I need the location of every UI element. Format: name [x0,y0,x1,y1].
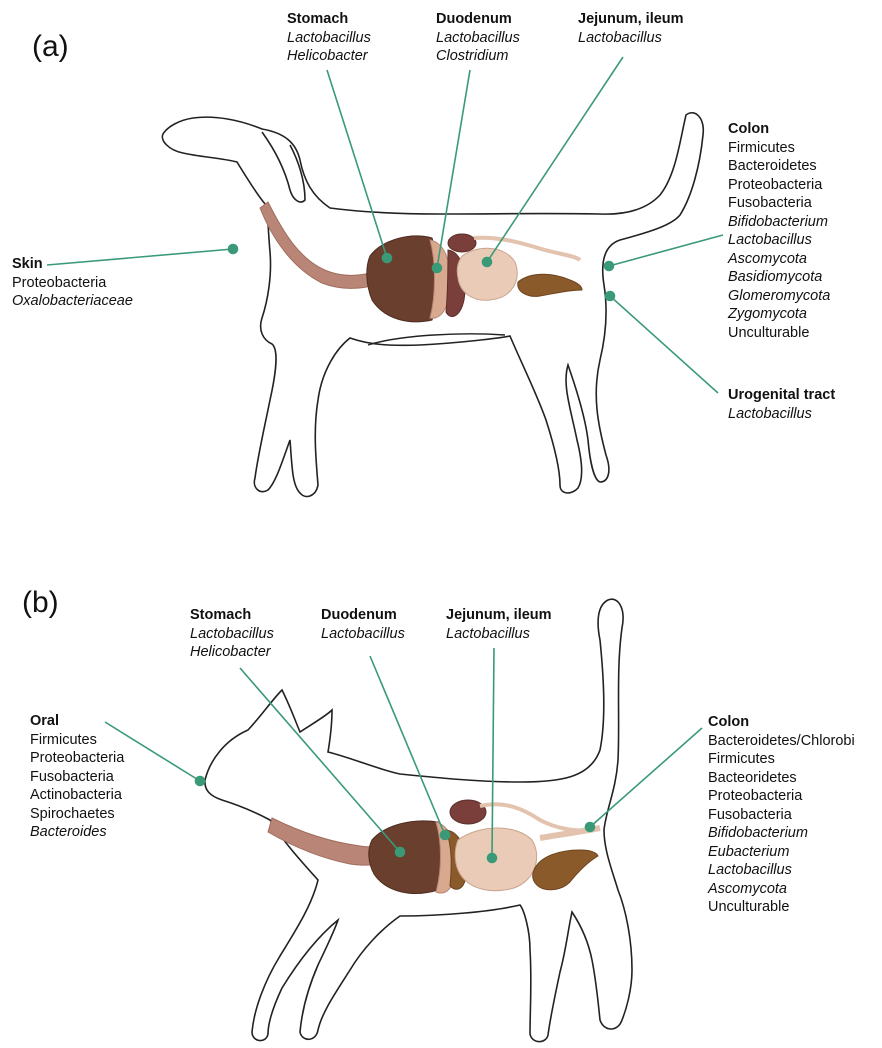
cat-colon-title: Colon [708,713,855,732]
dog-duodenum-item: Clostridium [436,47,520,66]
panel-b-letter: (b) [22,586,59,620]
dog-stomach-label: Stomach Lactobacillus Helicobacter [287,10,371,66]
cat-colon-item: Fusobacteria [708,806,855,825]
cat-oral-item: Fusobacteria [30,768,124,787]
dog-colon-item: Glomeromycota [728,287,830,306]
cat-colon-dot [586,823,595,832]
dog-stomach-dot [383,254,392,263]
dog-stomach-item: Helicobacter [287,47,371,66]
cat-jejunum-dot [488,854,497,863]
cat-jejunum-title: Jejunum, ileum [446,606,552,625]
dog-colon-organ [518,274,582,296]
cat-colon-label: Colon Bacteroidetes/Chlorobi Firmicutes … [708,713,855,917]
cat-duodenum-item: Lactobacillus [321,625,405,644]
dog-colon-dot [605,262,614,271]
dog-colon-title: Colon [728,120,830,139]
dog-colon-label: Colon Firmicutes Bacteroidetes Proteobac… [728,120,830,342]
cat-oral-item: Proteobacteria [30,749,124,768]
cat-stomach-label: Stomach Lactobacillus Helicobacter [190,606,274,662]
cat-stomach-leader [240,668,400,852]
dog-colon-item: Ascomycota [728,250,830,269]
cat-oral-item: Actinobacteria [30,786,124,805]
cat-duodenum-title: Duodenum [321,606,405,625]
dog-stomach-leader [327,70,387,258]
cat-oral-label: Oral Firmicutes Proteobacteria Fusobacte… [30,712,124,842]
cat-colon-item: Firmicutes [708,750,855,769]
cat-duodenum-dot [441,831,450,840]
dog-colon-item: Fusobacteria [728,194,830,213]
dog-skin-label: Skin Proteobacteria Oxalobacteriaceae [12,255,133,311]
dog-colon-item: Lactobacillus [728,231,830,250]
dog-jejunum-title: Jejunum, ileum [578,10,684,29]
dog-stomach-item: Lactobacillus [287,29,371,48]
dog-jejunum-dot [483,258,492,267]
dog-colon-item: Proteobacteria [728,176,830,195]
cat-oral-item: Bacteroides [30,823,124,842]
dog-urogenital-label: Urogenital tract Lactobacillus [728,386,835,423]
dog-skin-title: Skin [12,255,133,274]
dog-duodenum-dot [433,264,442,273]
cat-oral-item: Spirochaetes [30,805,124,824]
cat-stomach-item: Lactobacillus [190,625,274,644]
cat-stomach-title: Stomach [190,606,274,625]
dog-urogenital-dot [606,292,615,301]
cat-jejunum-leader [492,648,494,858]
dog-duodenum-item: Lactobacillus [436,29,520,48]
cat-duodenum-label: Duodenum Lactobacillus [321,606,405,643]
dog-colon-item: Basidiomycota [728,268,830,287]
dog-skin-dot [229,245,238,254]
dog-stomach-organ [367,236,438,322]
cat-stomach-item: Helicobacter [190,643,274,662]
panel-b-cat: (b) Stomach Lactobacillus Helicobacter D… [0,520,882,1048]
cat-intestine-tube [480,804,590,830]
dog-colon-item: Firmicutes [728,139,830,158]
dog-duodenum-title: Duodenum [436,10,520,29]
dog-esophagus [260,202,378,288]
dog-colon-item: Bacteroidetes [728,157,830,176]
cat-colon-leader [590,728,702,827]
cat-colon-item: Bacteroidetes/Chlorobi [708,732,855,751]
cat-duodenum-leader [370,656,445,835]
cat-colon-organ [533,850,598,890]
dog-jejunum-label: Jejunum, ileum Lactobacillus [578,10,684,47]
dog-urogenital-item: Lactobacillus [728,405,835,424]
cat-oral-item: Firmicutes [30,731,124,750]
cat-colon-item: Bacteoridetes [708,769,855,788]
panel-a-letter: (a) [32,30,69,64]
dog-colon-item: Unculturable [728,324,830,343]
dog-kidney-organ [448,234,476,252]
dog-duodenum-label: Duodenum Lactobacillus Clostridium [436,10,520,66]
dog-skin-item: Proteobacteria [12,274,133,293]
cat-stomach-dot [396,848,405,857]
dog-colon-item: Bifidobacterium [728,213,830,232]
dog-stomach-title: Stomach [287,10,371,29]
cat-colon-item: Eubacterium [708,843,855,862]
cat-colon-item: Unculturable [708,898,855,917]
cat-jejunum-label: Jejunum, ileum Lactobacillus [446,606,552,643]
cat-stomach-organ [369,821,444,894]
dog-colon-item: Zygomycota [728,305,830,324]
cat-oral-title: Oral [30,712,124,731]
dog-intestine-organ [457,248,517,300]
panel-a-dog: (a) Stomach Lactobacillus Helicobacter D… [0,0,882,520]
dog-urogenital-leader [610,296,718,393]
cat-colon-item: Bifidobacterium [708,824,855,843]
dog-skin-item: Oxalobacteriaceae [12,292,133,311]
dog-urogenital-title: Urogenital tract [728,386,835,405]
cat-kidney-organ [450,800,486,824]
dog-jejunum-leader [487,57,623,262]
cat-oral-dot [196,777,205,786]
cat-outline [205,599,632,1041]
cat-colon-item: Ascomycota [708,880,855,899]
dog-jejunum-item: Lactobacillus [578,29,684,48]
cat-jejunum-item: Lactobacillus [446,625,552,644]
dog-colon-leader [609,235,723,266]
dog-ear [262,132,305,202]
cat-colon-item: Lactobacillus [708,861,855,880]
cat-colon-item: Proteobacteria [708,787,855,806]
